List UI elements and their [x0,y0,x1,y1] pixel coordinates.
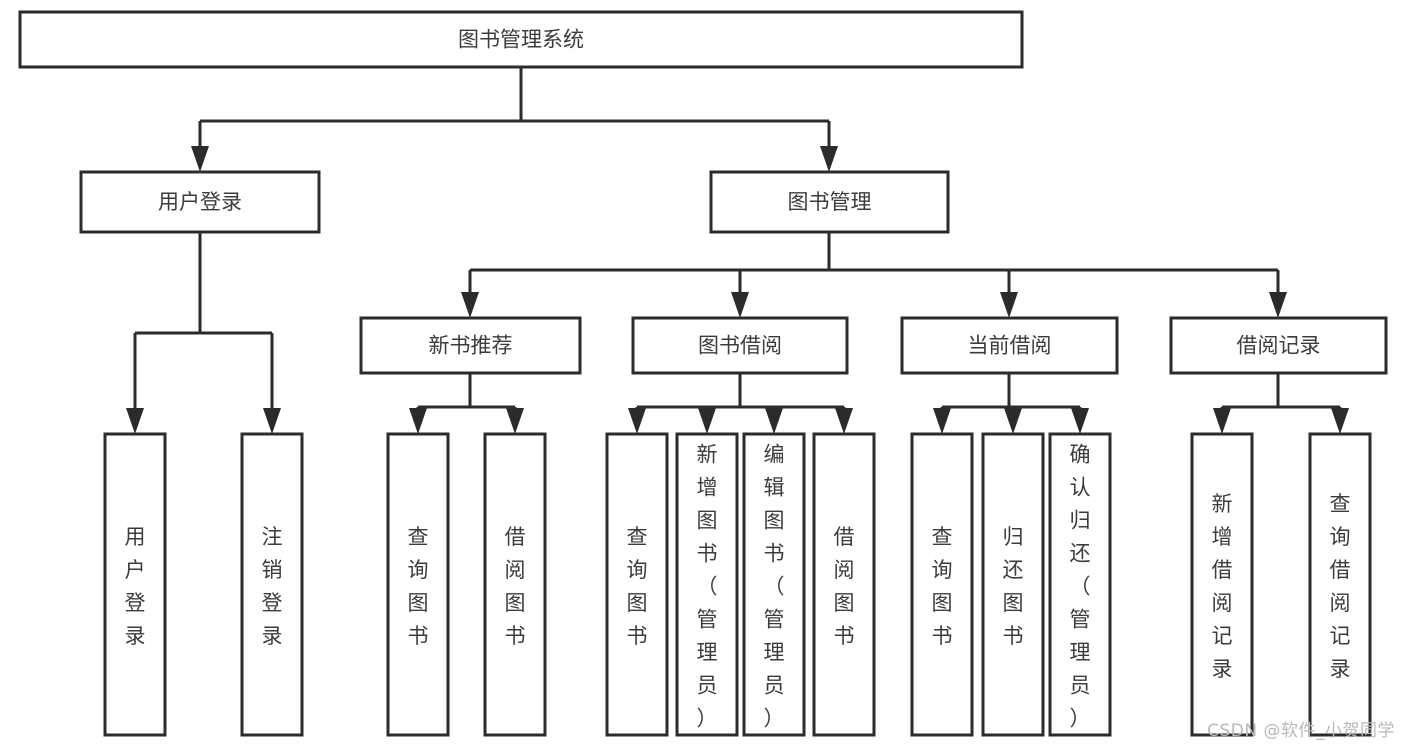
node-box[interactable] [675,432,739,737]
node-box[interactable] [483,432,547,737]
arrow-head-icon [126,408,144,434]
node-new-book-recommend[interactable]: 新书推荐 [359,316,582,375]
node-leaf-cur-return-book[interactable]: 归还图书 [981,432,1045,737]
node-label: 借阅图书 [834,525,855,648]
node-borrow-record[interactable]: 借阅记录 [1169,316,1388,375]
node-leaf-rec-query-book[interactable]: 查询图书 [386,432,450,737]
node-box[interactable] [1190,432,1254,737]
node-book-borrow[interactable]: 图书借阅 [631,316,849,375]
arrow-head-icon [1000,292,1018,318]
node-label: 注销登录 [262,525,283,648]
arrow-head-icon [461,292,479,318]
arrow-head-icon [1331,408,1349,434]
node-leaf-rec-borrow-book[interactable]: 借阅图书 [483,432,547,737]
node-box[interactable] [240,432,304,737]
arrow-head-icon [731,292,749,318]
node-box[interactable] [631,316,849,375]
edge-current-fanout [933,373,1089,434]
node-leaf-borrow-add-book[interactable]: 新增图书（管理员） [675,432,739,737]
node-leaf-cur-query-book[interactable]: 查询图书 [910,432,974,737]
node-box[interactable] [981,432,1045,737]
node-label: 借阅记录 [1237,334,1321,358]
arrow-head-icon [933,408,951,434]
node-label: 图书管理 [788,190,872,214]
arrow-head-icon [506,408,524,434]
node-book-manage[interactable]: 图书管理 [709,170,950,234]
node-label: 查询图书 [932,525,953,648]
node-box[interactable] [386,432,450,737]
node-layer: 图书管理系统用户登录图书管理新书推荐图书借阅当前借阅借阅记录用户登录注销登录查询… [18,10,1388,737]
node-label: 用户登录 [125,525,146,648]
arrow-head-icon [820,146,838,172]
node-box[interactable] [709,170,950,234]
node-current-borrow[interactable]: 当前借阅 [900,316,1119,375]
node-leaf-borrow-lend-book[interactable]: 借阅图书 [812,432,876,737]
edge-borrow-fanout [628,373,853,434]
node-leaf-user-login[interactable]: 用户登录 [103,432,167,737]
arrow-head-icon [409,408,427,434]
node-box[interactable] [18,10,1024,69]
edge-book-manage-fanout [461,232,1287,318]
node-label: 查询图书 [408,525,429,648]
node-label: 借阅图书 [505,525,526,648]
node-label: 用户登录 [158,190,242,214]
arrow-head-icon [191,146,209,172]
node-leaf-rec-query-record[interactable]: 查询借阅记录 [1308,432,1372,737]
node-label: 图书管理系统 [458,28,584,52]
arrow-head-icon [1213,408,1231,434]
arrow-head-icon [263,408,281,434]
edge-root-fanout [191,67,838,172]
node-box[interactable] [1048,432,1112,737]
arrow-head-icon [628,408,646,434]
node-box[interactable] [79,170,321,234]
edge-recommend-fanout [409,373,524,434]
node-label: 确认归还（管理员） [1070,443,1091,731]
node-leaf-borrow-query-book[interactable]: 查询图书 [605,432,669,737]
node-leaf-cur-confirm-return[interactable]: 确认归还（管理员） [1048,432,1112,737]
node-root[interactable]: 图书管理系统 [18,10,1024,69]
node-box[interactable] [1169,316,1388,375]
node-leaf-borrow-edit-book[interactable]: 编辑图书（管理员） [742,432,806,737]
node-label: 当前借阅 [968,334,1052,358]
node-box[interactable] [742,432,806,737]
edge-record-fanout [1213,373,1349,434]
node-box[interactable] [900,316,1119,375]
arrow-head-icon [1071,408,1089,434]
node-leaf-rec-add-record[interactable]: 新增借阅记录 [1190,432,1254,737]
node-label: 图书借阅 [698,334,782,358]
node-box[interactable] [910,432,974,737]
node-label: 新增借阅记录 [1212,492,1233,681]
node-box[interactable] [605,432,669,737]
node-box[interactable] [1308,432,1372,737]
node-label: 编辑图书（管理员） [764,443,785,731]
edge-user-login-fanout [126,232,281,434]
node-box[interactable] [812,432,876,737]
connector-layer [126,67,1349,434]
node-box[interactable] [103,432,167,737]
arrow-head-icon [1004,408,1022,434]
node-label: 新增图书（管理员） [697,443,718,731]
node-user-login[interactable]: 用户登录 [79,170,321,234]
node-label: 新书推荐 [429,334,513,358]
node-label: 查询图书 [627,525,648,648]
node-label: 归还图书 [1003,525,1024,648]
node-leaf-user-logout[interactable]: 注销登录 [240,432,304,737]
arrow-head-icon [765,408,783,434]
arrow-head-icon [835,408,853,434]
node-box[interactable] [359,316,582,375]
arrow-head-icon [698,408,716,434]
arrow-head-icon [1269,292,1287,318]
node-label: 查询借阅记录 [1330,492,1351,681]
